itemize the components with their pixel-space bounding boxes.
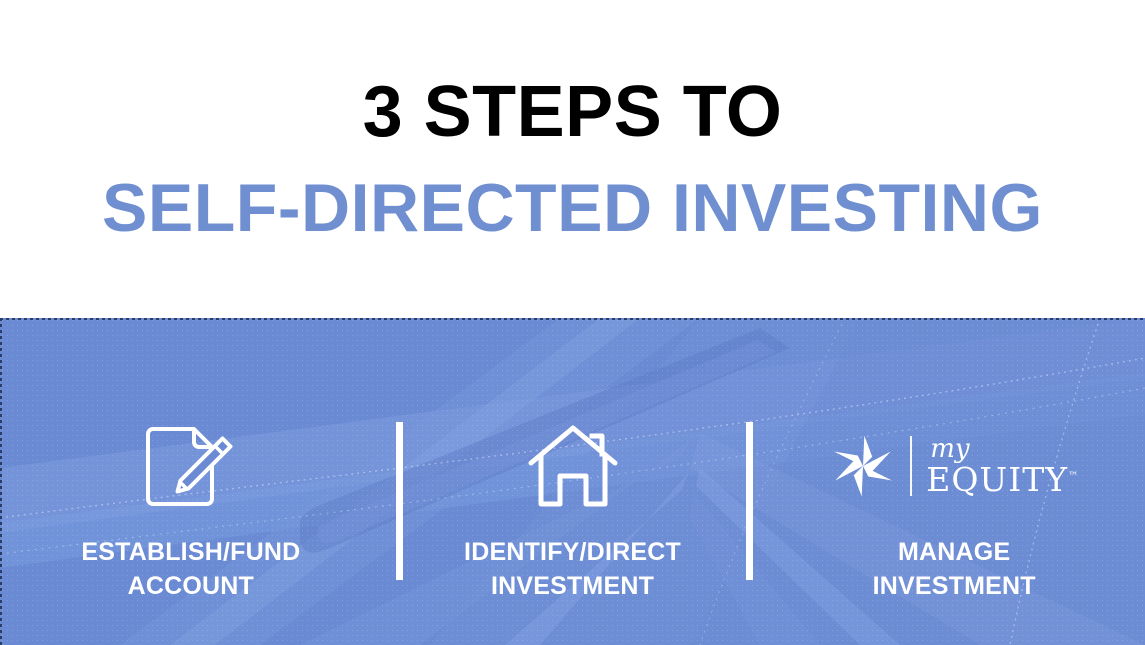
step-icon-wrapper	[143, 410, 239, 522]
logo-word-equity-wrapper: EQUITY™	[926, 463, 1078, 496]
step-label: ESTABLISH/FUND ACCOUNT	[81, 538, 301, 600]
step-establish-fund-account[interactable]: ESTABLISH/FUND ACCOUNT	[0, 318, 382, 645]
logo-word-equity: EQUITY	[926, 460, 1069, 499]
logo-word-my: my	[930, 434, 970, 464]
background-artwork	[0, 318, 1145, 645]
logo-wordmark: my EQUITY™	[926, 436, 1078, 496]
step-manage-investment[interactable]: my EQUITY™ MANAGE INVESTMENT	[763, 318, 1145, 645]
steps-banner	[0, 318, 1145, 645]
steps-row: ESTABLISH/FUND ACCOUNT IDENTIFY/DIRECT I…	[0, 318, 1145, 645]
logo-divider-bar	[910, 436, 913, 496]
step-divider-2	[746, 422, 753, 580]
myequity-logo: my EQUITY™	[830, 410, 1078, 522]
heading-block: 3 STEPS TO SELF-DIRECTED INVESTING	[0, 0, 1145, 318]
step-icon-wrapper	[526, 410, 620, 522]
document-pencil-icon	[145, 427, 233, 506]
page-subtitle: SELF-DIRECTED INVESTING	[102, 170, 1043, 246]
step-identify-direct-investment[interactable]: IDENTIFY/DIRECT INVESTMENT	[382, 318, 764, 645]
house-icon	[528, 425, 617, 507]
banner-left-dotted-border	[0, 318, 2, 645]
step-label: MANAGE INVESTMENT	[872, 538, 1036, 600]
step-icon-wrapper: my EQUITY™	[830, 410, 1078, 522]
pinwheel-star-icon	[834, 435, 893, 497]
page-title: 3 STEPS TO	[362, 72, 783, 152]
trademark-symbol: ™	[1068, 471, 1079, 482]
banner-top-dotted-border	[0, 318, 1145, 320]
step-label: IDENTIFY/DIRECT INVESTMENT	[464, 538, 681, 600]
step-divider-1	[396, 422, 403, 580]
